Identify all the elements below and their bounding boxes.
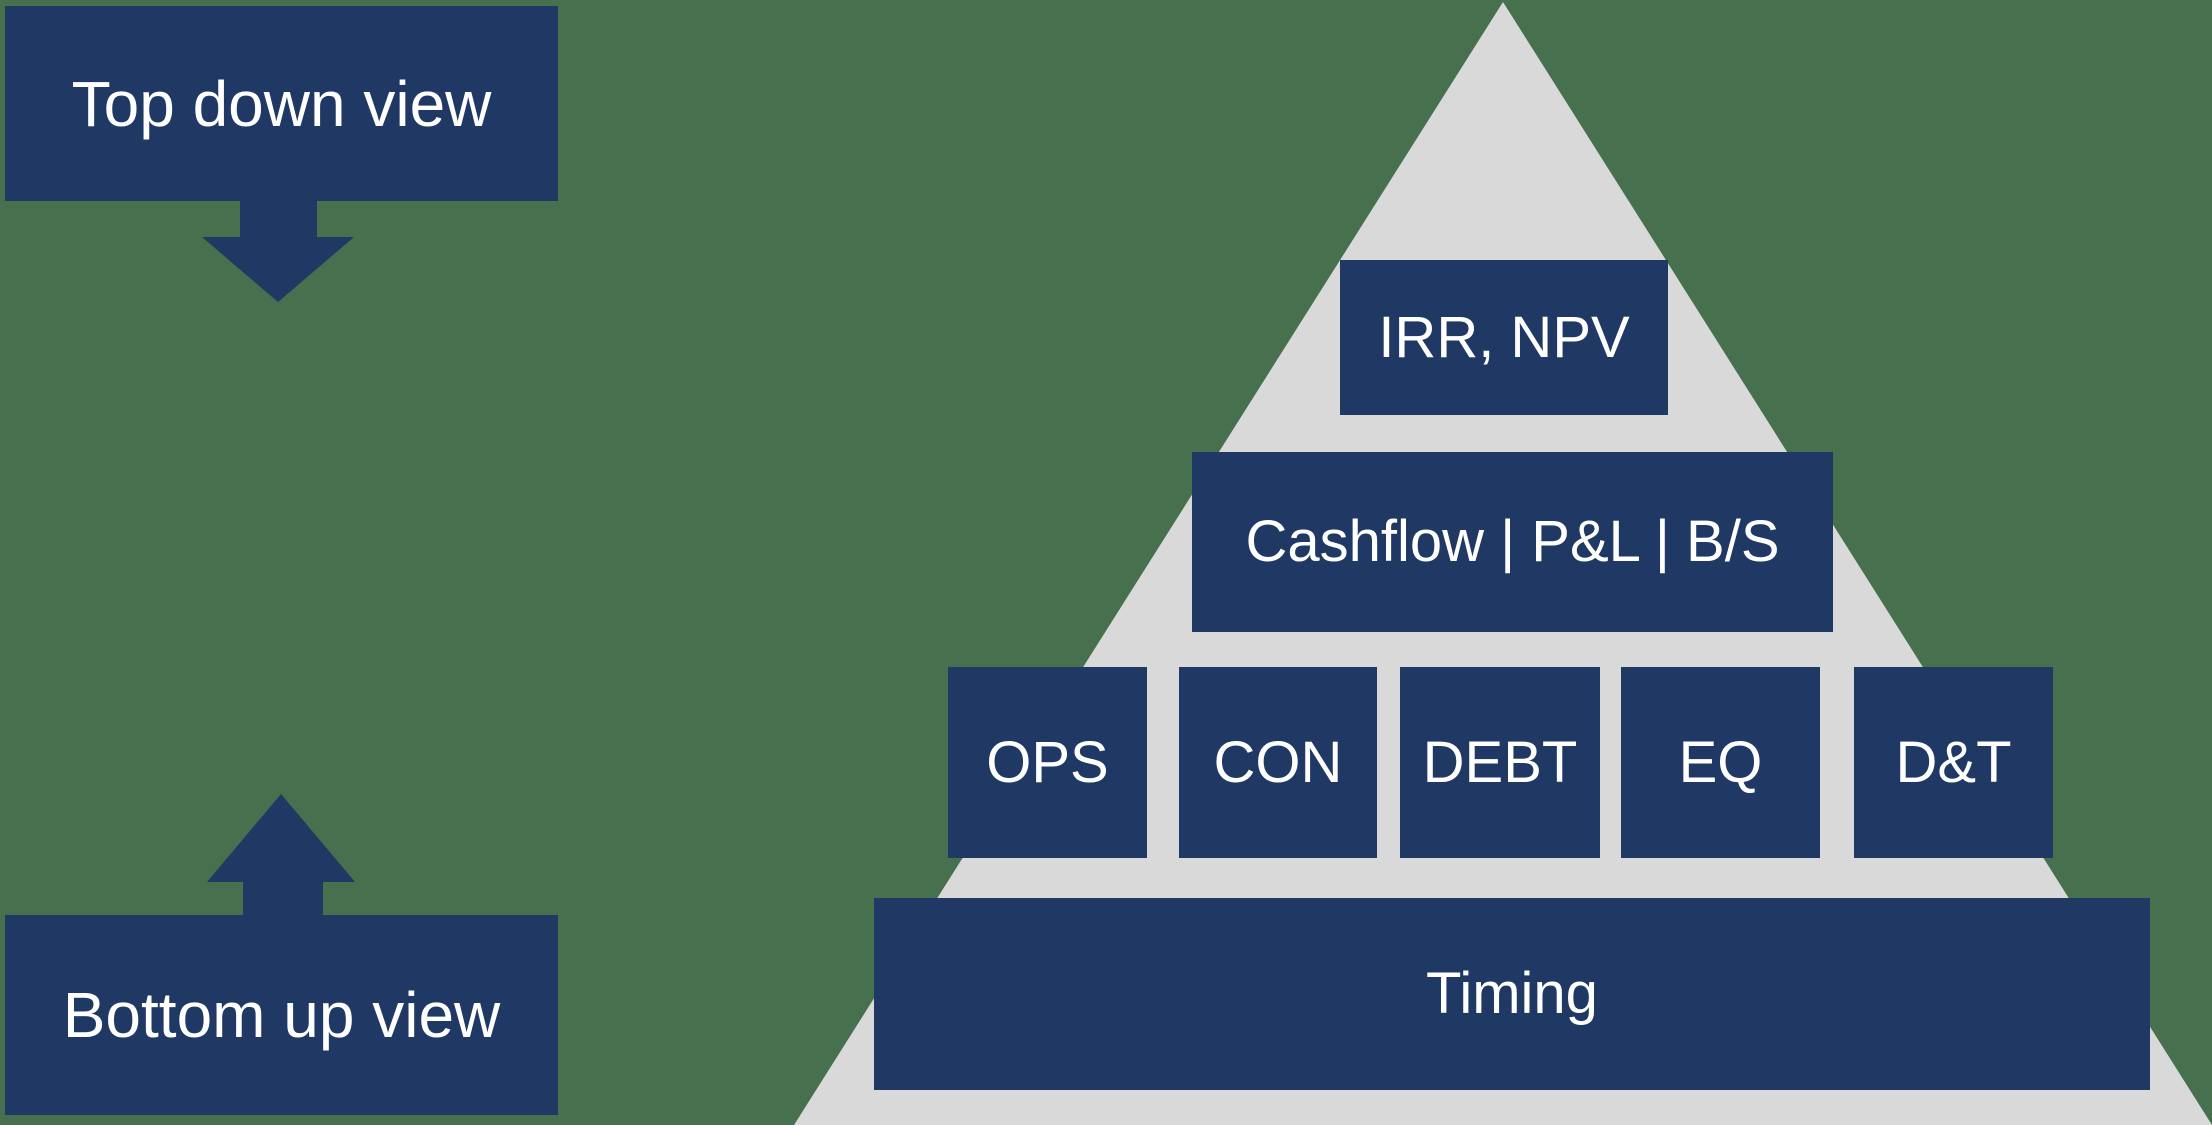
pyramid-box-debt: DEBT [1400,667,1600,858]
eq-label: EQ [1678,729,1763,795]
cashflow-pl-bs-label: Cashflow | P&L | B/S [1245,509,1780,574]
timing-label: Timing [1426,961,1598,1026]
pyramid-box-cashflow-pl-bs: Cashflow | P&L | B/S [1192,452,1833,632]
pyramid-box-con: CON [1179,667,1377,858]
ops-label: OPS [986,729,1109,795]
con-label: CON [1213,729,1343,795]
bottom-up-view-box: Bottom up view [5,915,558,1115]
down-arrow-icon [202,198,354,302]
pyramid-box-ops: OPS [948,667,1147,858]
up-arrow-icon [207,794,355,918]
dt-label: D&T [1895,729,2012,795]
pyramid-box-eq: EQ [1621,667,1820,858]
pyramid-box-dt: D&T [1854,667,2053,858]
bottom-up-view-label: Bottom up view [62,979,501,1051]
irr-npv-label: IRR, NPV [1378,304,1630,370]
pyramid-box-timing: Timing [874,898,2150,1090]
debt-label: DEBT [1422,729,1578,795]
top-down-view-box: Top down view [5,6,558,201]
top-down-view-label: Top down view [71,67,492,140]
pyramid-box-irr-npv: IRR, NPV [1340,260,1668,415]
